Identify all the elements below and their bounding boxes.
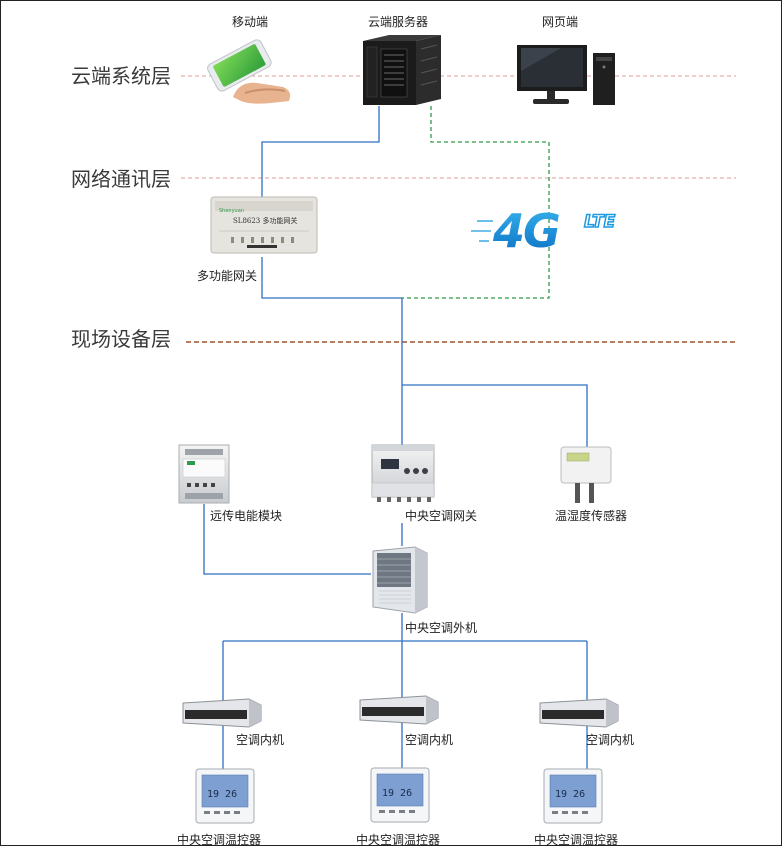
layer-label-field: 现场设备层 bbox=[71, 327, 171, 351]
lte-sub-text: LTE bbox=[584, 212, 616, 232]
label-outdoor-unit: 中央空调外机 bbox=[405, 620, 477, 635]
wire-server-gateway bbox=[261, 106, 380, 197]
mobile-device bbox=[207, 39, 291, 104]
label-thermostat-3: 中央空调温控器 bbox=[534, 832, 618, 846]
lte-badge-icon: 4G LTE bbox=[471, 204, 616, 258]
hand-icon bbox=[233, 82, 291, 104]
energy-module bbox=[178, 444, 230, 504]
multi-function-gateway: Shenyuan SL8623 多功能网关 bbox=[210, 196, 318, 254]
outdoor-unit bbox=[372, 546, 428, 614]
indoor-unit-2 bbox=[359, 695, 439, 725]
lte-main-text: 4G bbox=[492, 204, 559, 258]
svg-text:19 26: 19 26 bbox=[555, 789, 585, 800]
label-energy-module: 远传电能模块 bbox=[210, 508, 282, 523]
label-ac-gateway: 中央空调网关 bbox=[405, 508, 477, 523]
ac-gateway bbox=[371, 444, 435, 502]
indoor-unit-3 bbox=[539, 698, 619, 728]
label-web: 网页端 bbox=[542, 15, 578, 29]
label-server: 云端服务器 bbox=[368, 14, 428, 29]
cloud-server bbox=[363, 35, 441, 105]
svg-text:19 26: 19 26 bbox=[207, 789, 237, 800]
label-indoor-unit-2: 空调内机 bbox=[405, 733, 453, 747]
temp-humidity-sensor bbox=[560, 446, 612, 503]
label-mobile: 移动端 bbox=[232, 15, 268, 29]
wire-4g-link bbox=[402, 106, 550, 299]
label-indoor-unit-3: 空调内机 bbox=[586, 733, 634, 747]
gateway-panel-label: SL8623 多功能网关 bbox=[233, 216, 297, 225]
layer-label-cloud: 云端系统层 bbox=[71, 64, 171, 88]
svg-text:19 26: 19 26 bbox=[382, 788, 412, 799]
label-thermostat-1: 中央空调温控器 bbox=[177, 832, 261, 846]
wire-trunk-sensor bbox=[402, 384, 588, 447]
web-desktop bbox=[517, 45, 615, 105]
layer-label-network: 网络通讯层 bbox=[71, 167, 171, 191]
label-thermostat-2: 中央空调温控器 bbox=[356, 832, 440, 846]
wire-energy-outdoor bbox=[203, 504, 371, 575]
gateway-brand: Shenyuan bbox=[219, 208, 244, 214]
label-gateway: 多功能网关 bbox=[197, 269, 257, 283]
indoor-unit-1 bbox=[182, 698, 262, 728]
thermostat-2: 19 26 bbox=[370, 767, 430, 823]
wire-gateway-trunk bbox=[261, 257, 403, 451]
thermostat-3: 19 26 bbox=[543, 768, 603, 824]
label-sensor: 温湿度传感器 bbox=[555, 508, 627, 523]
wires bbox=[203, 106, 588, 771]
label-indoor-unit-1: 空调内机 bbox=[236, 733, 284, 747]
thermostat-1: 19 26 bbox=[195, 768, 255, 824]
